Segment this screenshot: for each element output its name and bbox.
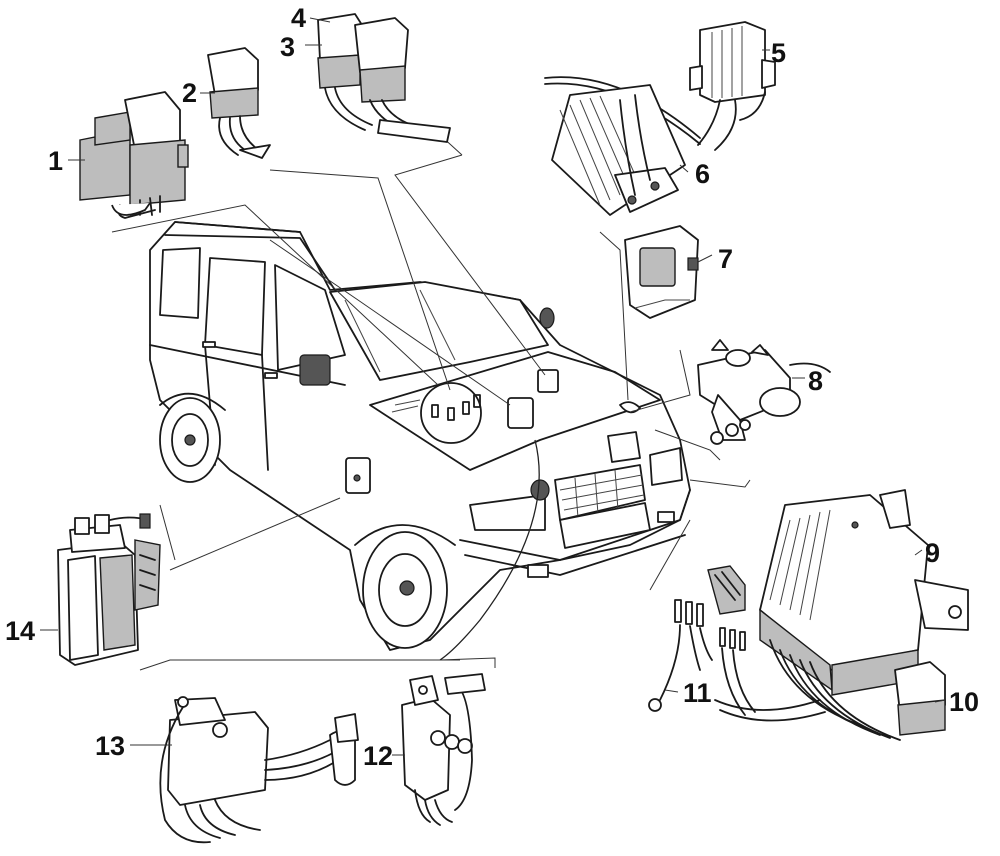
part-ecu-14 <box>57 513 161 666</box>
callout-8: 8 <box>808 366 823 396</box>
callout-13: 13 <box>95 731 125 761</box>
callout-1: 1 <box>48 146 63 176</box>
part-module-12 <box>401 673 486 826</box>
part-relay-block-1 <box>79 91 189 219</box>
leader-lines <box>111 134 751 671</box>
vehicle-illustration <box>149 221 691 651</box>
callout-6: 6 <box>695 159 710 189</box>
part-voltage-regulator-6 <box>551 84 686 216</box>
part-module-13 <box>159 696 359 844</box>
part-module-5 <box>544 21 776 151</box>
callout-4: 4 <box>291 3 306 33</box>
callout-3: 3 <box>280 32 295 62</box>
part-module-7 <box>624 225 699 319</box>
part-relay-10 <box>894 661 946 736</box>
callout-5: 5 <box>771 38 786 68</box>
callout-7: 7 <box>718 244 733 274</box>
part-harness-11 <box>648 565 756 716</box>
callout-labels: 1 2 3 4 5 6 7 8 9 10 11 12 13 14 <box>5 3 979 771</box>
callout-2: 2 <box>182 78 197 108</box>
part-solenoid-8 <box>697 339 831 445</box>
part-relay-2 <box>207 47 271 159</box>
part-relay-pair-3-4 <box>317 13 451 143</box>
callout-9: 9 <box>925 538 940 568</box>
callout-11: 11 <box>683 678 712 708</box>
callout-leaders <box>40 17 946 756</box>
callout-14: 14 <box>5 616 35 646</box>
callout-12: 12 <box>363 741 393 771</box>
part-ecu-9 <box>714 489 969 741</box>
callout-10: 10 <box>949 687 979 717</box>
